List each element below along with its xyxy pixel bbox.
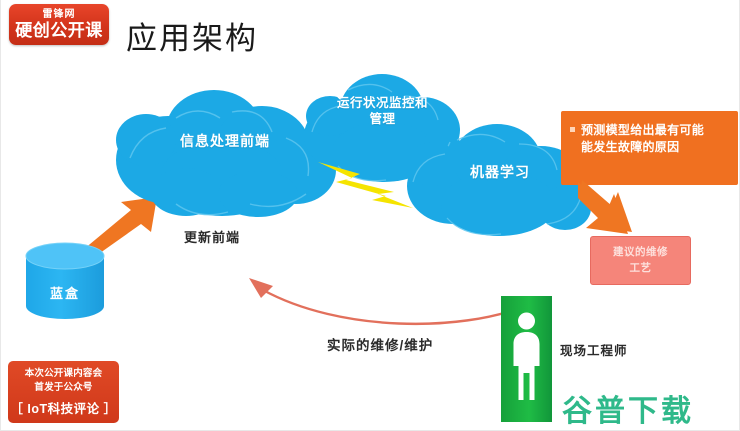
person-icon [513, 312, 540, 400]
note-line1: 本次公开课内容会 [24, 368, 103, 380]
callout-line1: 预测模型给出最有可能 [581, 123, 705, 137]
bullet-icon [570, 127, 575, 132]
page-title: 应用架构 [126, 21, 258, 56]
watermark-text: 谷普下载 [562, 395, 694, 428]
brand-badge-subtitle: 雷锋网 [42, 9, 76, 20]
box-suggested-repair-process[interactable]: 建议的维修 工艺 [590, 236, 691, 285]
box-pink-line2: 工艺 [629, 261, 652, 274]
cloud-mid-label: 运行状况监控和 管理 [300, 96, 465, 127]
note-line2: 首发于公众号 [34, 382, 93, 393]
label-actual-repair: 实际的维修/维护 [327, 338, 434, 353]
note-public-account[interactable]: 本次公开课内容会 首发于公众号 ［ IoT科技评论 ］ [8, 361, 119, 423]
callout-prediction-model[interactable]: 预测模型给出最有可能 能发生故障的原因 [561, 111, 738, 185]
cloud-mid-label-line2: 管理 [369, 111, 396, 126]
cloud-mid-label-line1: 运行状况监控和 [336, 96, 428, 110]
cloud-ml-label: 机器学习 [470, 164, 530, 180]
cloud-front-label: 信息处理前端 [180, 133, 270, 149]
brand-badge-title: 硬创公开课 [15, 21, 103, 40]
field-engineer-sign[interactable] [501, 296, 552, 422]
note-tag: ［ IoT科技评论 ］ [10, 401, 117, 416]
arrow-ml-to-suggestion [578, 180, 632, 234]
box-pink-text: 建议的维修 工艺 [613, 245, 668, 275]
database-cylinder-icon[interactable] [24, 242, 106, 320]
database-label: 蓝盒 [49, 286, 80, 301]
label-field-engineer: 现场工程师 [560, 344, 628, 358]
box-pink-line1: 建议的维修 [613, 246, 668, 259]
cloud-information-processing-frontend[interactable]: 信息处理前端 [110, 78, 340, 218]
cloud-health-monitoring-management[interactable]: 运行状况监控和 管理 [300, 68, 465, 188]
arrow-actual-repair-return [249, 278, 527, 325]
brand-badge[interactable]: 雷锋网 硬创公开课 [9, 4, 109, 45]
label-update-frontend: 更新前端 [184, 230, 241, 245]
frame-left-border [0, 0, 1, 431]
lightning-bolt-icon [318, 162, 413, 208]
callout-line2: 能发生故障的原因 [581, 140, 680, 155]
callout-prediction-text: 预测模型给出最有可能 能发生故障的原因 [581, 122, 712, 157]
